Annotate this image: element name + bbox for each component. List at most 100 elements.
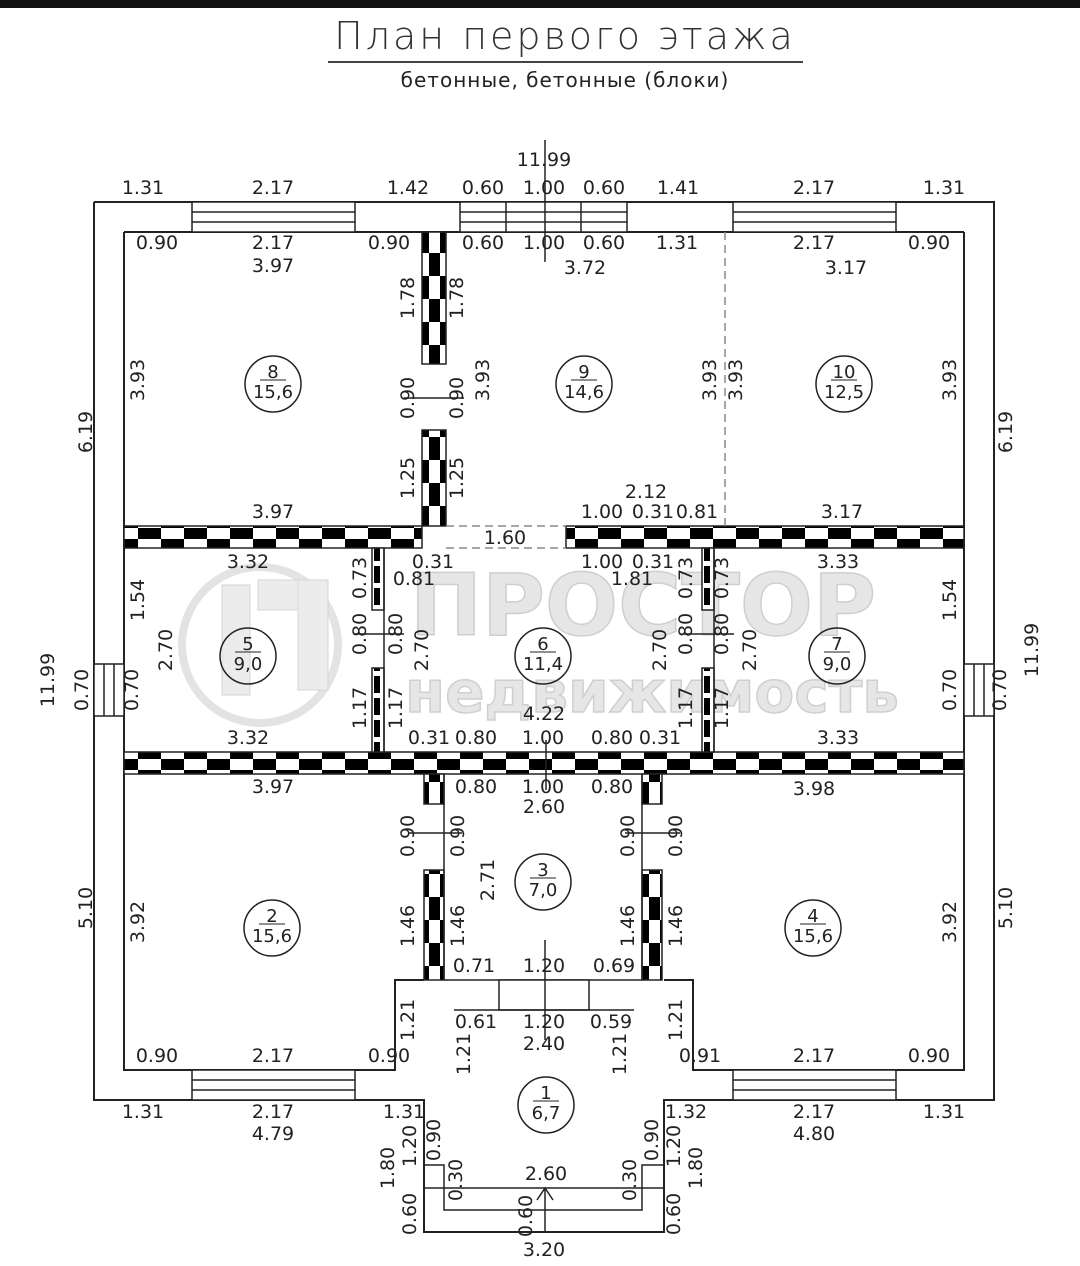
svg-text:1.78: 1.78 [397,277,419,319]
svg-text:3.32: 3.32 [227,727,269,749]
svg-text:1.21: 1.21 [665,999,687,1041]
svg-text:0.70: 0.70 [121,669,143,711]
svg-text:0.90: 0.90 [368,232,410,254]
svg-text:1.46: 1.46 [617,905,639,947]
svg-text:2: 2 [266,906,277,927]
svg-text:3.33: 3.33 [817,551,859,573]
svg-text:1.20: 1.20 [523,955,565,977]
svg-text:3.17: 3.17 [821,501,863,523]
svg-text:7,0: 7,0 [529,880,558,901]
svg-text:15,6: 15,6 [253,382,293,403]
svg-text:5: 5 [242,634,253,655]
svg-text:1.00: 1.00 [581,501,623,523]
svg-text:3.97: 3.97 [252,776,294,798]
dashed-partitions [446,232,726,549]
svg-text:1.54: 1.54 [939,579,961,621]
svg-text:0.70: 0.70 [939,669,961,711]
svg-text:1.17: 1.17 [711,687,733,729]
svg-text:0.90: 0.90 [446,377,468,419]
svg-text:3.93: 3.93 [725,359,747,401]
room-4-marker: 415,6 [784,899,842,957]
svg-text:1.21: 1.21 [609,1033,631,1075]
svg-text:1.31: 1.31 [923,1101,965,1123]
svg-text:3.97: 3.97 [252,255,294,277]
svg-text:9,0: 9,0 [234,654,263,675]
svg-text:3.72: 3.72 [564,257,606,279]
svg-text:0.80: 0.80 [591,727,633,749]
svg-text:0.70: 0.70 [989,669,1011,711]
entrance-arrow-icon [536,1186,554,1201]
svg-text:2.17: 2.17 [252,1101,294,1123]
svg-text:1.31: 1.31 [656,232,698,254]
svg-text:1.32: 1.32 [665,1101,707,1123]
svg-text:1.46: 1.46 [665,905,687,947]
top-windows [93,201,995,1101]
plan-subtitle: бетонные, бетонные (блоки) [400,68,730,92]
svg-text:6,7: 6,7 [532,1103,561,1124]
svg-text:0.60: 0.60 [663,1193,685,1235]
svg-text:1: 1 [540,1083,551,1104]
svg-text:0.90: 0.90 [136,232,178,254]
svg-text:1.42: 1.42 [387,177,429,199]
svg-text:1.17: 1.17 [349,687,371,729]
svg-text:2.40: 2.40 [523,1033,565,1055]
svg-text:1.20: 1.20 [663,1125,685,1167]
room-9-marker: 914,6 [555,355,613,413]
svg-text:3.92: 3.92 [939,901,961,943]
svg-text:8: 8 [267,362,278,383]
svg-text:1.60: 1.60 [484,527,526,549]
title-underline [328,61,803,63]
svg-text:3.93: 3.93 [472,359,494,401]
vertical-dimension-labels: 6.19 6.19 11.99 11.99 0.70 0.70 5.10 5.1… [37,277,1043,1237]
svg-text:0.90: 0.90 [423,1119,445,1161]
svg-text:1.31: 1.31 [122,177,164,199]
svg-text:9,0: 9,0 [823,654,852,675]
svg-text:1.78: 1.78 [446,277,468,319]
svg-text:2.70: 2.70 [739,629,761,671]
svg-text:1.20: 1.20 [399,1125,421,1167]
svg-text:3.93: 3.93 [939,359,961,401]
svg-text:12,5: 12,5 [824,382,864,403]
svg-text:11,4: 11,4 [523,654,563,675]
svg-text:7: 7 [831,634,842,655]
svg-text:1.46: 1.46 [397,905,419,947]
svg-text:0.90: 0.90 [908,1045,950,1067]
svg-text:15,6: 15,6 [252,926,292,947]
svg-text:10: 10 [833,362,856,383]
room-8-marker: 815,6 [244,355,302,413]
svg-text:1.31: 1.31 [383,1101,425,1123]
svg-text:11.99: 11.99 [37,653,59,707]
svg-text:1.20: 1.20 [523,1011,565,1033]
svg-text:1.00: 1.00 [523,177,565,199]
svg-text:0.60: 0.60 [399,1193,421,1235]
svg-text:0.73: 0.73 [675,557,697,599]
svg-text:6.19: 6.19 [75,411,97,453]
svg-text:1.17: 1.17 [385,687,407,729]
svg-text:0.31: 0.31 [632,551,674,573]
room-7-marker: 79,0 [808,627,866,685]
svg-text:1.41: 1.41 [657,177,699,199]
svg-text:3.97: 3.97 [252,501,294,523]
svg-text:1.31: 1.31 [122,1101,164,1123]
svg-text:1.21: 1.21 [453,1033,475,1075]
svg-text:0.90: 0.90 [397,377,419,419]
svg-text:2.71: 2.71 [477,859,499,901]
svg-text:1.00: 1.00 [581,551,623,573]
watermark-line2: недвижимость [405,658,899,726]
svg-text:0.80: 0.80 [455,727,497,749]
svg-text:0.73: 0.73 [711,557,733,599]
svg-text:0.81: 0.81 [676,501,718,523]
svg-text:2.70: 2.70 [649,629,671,671]
svg-text:0.90: 0.90 [641,1119,663,1161]
svg-text:2.17: 2.17 [793,1045,835,1067]
room-3-marker: 37,0 [514,853,572,911]
svg-text:1.21: 1.21 [397,999,419,1041]
svg-text:2.60: 2.60 [523,796,565,818]
svg-text:1.00: 1.00 [523,232,565,254]
svg-text:2.70: 2.70 [411,629,433,671]
svg-text:0.90: 0.90 [908,232,950,254]
svg-text:0.70: 0.70 [71,669,93,711]
svg-text:0.90: 0.90 [368,1045,410,1067]
